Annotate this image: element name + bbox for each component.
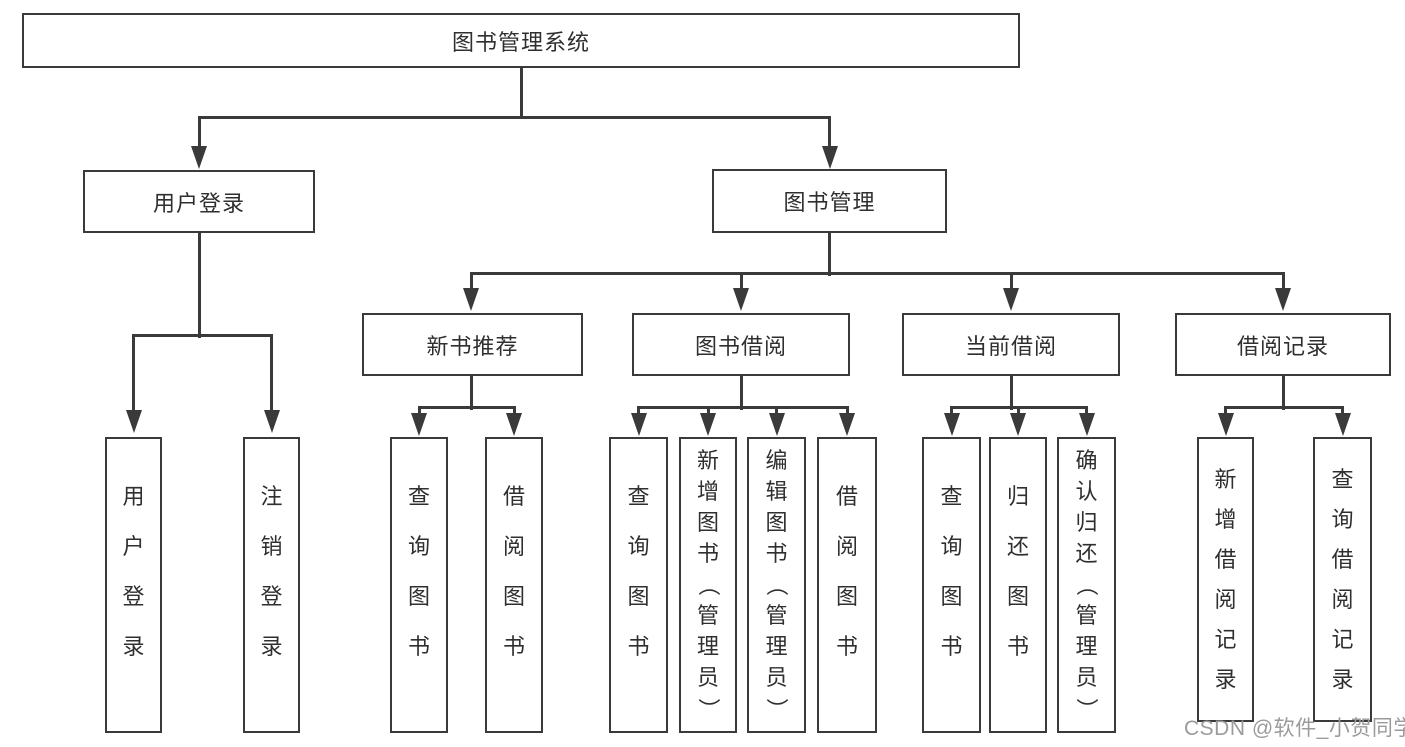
connector-line bbox=[1281, 273, 1285, 289]
arrowhead-icon bbox=[506, 413, 522, 436]
node-new-book-recommend: 新书推荐 bbox=[362, 313, 583, 376]
arrowhead-icon bbox=[700, 413, 716, 436]
connector-line bbox=[417, 407, 421, 414]
watermark-text: CSDN @软件_小贺同学 bbox=[1184, 717, 1405, 740]
connector-line bbox=[197, 233, 201, 338]
connector-line bbox=[417, 405, 516, 409]
leaf-user-login: 用户登录 bbox=[105, 437, 162, 733]
connector-line bbox=[1085, 407, 1088, 414]
leaf-logout: 注销登录 bbox=[243, 437, 300, 733]
connector-line bbox=[739, 376, 743, 410]
leaf-query-books-borrowing: 查询图书 bbox=[609, 437, 668, 733]
arrowhead-icon bbox=[821, 146, 838, 169]
arrowhead-icon bbox=[1334, 413, 1351, 436]
connector-line bbox=[1009, 376, 1013, 410]
arrowhead-icon bbox=[1275, 288, 1291, 311]
arrowhead-icon bbox=[839, 413, 855, 436]
connector-line bbox=[270, 335, 273, 411]
node-library-system: 图书管理系统 bbox=[22, 13, 1020, 68]
arrowhead-icon bbox=[125, 410, 142, 433]
connector-line bbox=[950, 405, 1088, 409]
leaf-add-books-admin: 新增图书（管理员） bbox=[679, 437, 737, 733]
leaf-return-books: 归还图书 bbox=[989, 437, 1047, 733]
arrowhead-icon bbox=[1003, 288, 1019, 311]
arrowhead-icon bbox=[630, 413, 647, 436]
arrowhead-icon bbox=[191, 146, 207, 169]
connector-line bbox=[132, 333, 273, 337]
connector-line bbox=[1341, 407, 1344, 414]
connector-line bbox=[845, 407, 849, 414]
node-user-login: 用户登录 bbox=[83, 170, 315, 233]
connector-line bbox=[828, 117, 831, 147]
connector-line bbox=[775, 407, 778, 414]
connector-line bbox=[637, 405, 849, 409]
connector-line bbox=[519, 68, 523, 118]
leaf-query-books-current: 查询图书 bbox=[922, 437, 981, 733]
connector-line bbox=[1281, 376, 1285, 410]
leaf-add-borrow-record: 新增借阅记录 bbox=[1197, 437, 1254, 722]
connector-line bbox=[197, 117, 201, 147]
connector-line bbox=[1224, 405, 1344, 409]
connector-line bbox=[637, 407, 640, 414]
leaf-query-books-recommend: 查询图书 bbox=[390, 437, 448, 733]
arrowhead-icon bbox=[1010, 413, 1026, 436]
connector-line bbox=[469, 376, 473, 410]
arrowhead-icon bbox=[768, 413, 785, 436]
connector-line bbox=[950, 407, 953, 414]
arrowhead-icon bbox=[463, 288, 479, 311]
node-book-management: 图书管理 bbox=[712, 169, 947, 233]
connector-line bbox=[197, 115, 831, 119]
connector-line bbox=[739, 273, 743, 289]
leaf-borrow-books: 借阅图书 bbox=[817, 437, 877, 733]
leaf-borrow-books-recommend: 借阅图书 bbox=[485, 437, 543, 733]
arrowhead-icon bbox=[263, 410, 280, 433]
arrowhead-icon bbox=[1217, 413, 1234, 436]
node-book-borrowing: 图书借阅 bbox=[632, 313, 850, 376]
connector-line bbox=[512, 407, 516, 414]
arrowhead-icon bbox=[1078, 413, 1095, 436]
connector-line bbox=[469, 273, 473, 289]
arrowhead-icon bbox=[943, 413, 960, 436]
connector-line bbox=[1016, 407, 1020, 414]
connector-line bbox=[132, 335, 135, 411]
connector-line bbox=[1224, 407, 1227, 414]
connector-line bbox=[1009, 273, 1013, 289]
leaf-edit-books-admin: 编辑图书（管理员） bbox=[747, 437, 806, 733]
node-current-borrowing: 当前借阅 bbox=[902, 313, 1120, 376]
leaf-query-borrow-record: 查询借阅记录 bbox=[1313, 437, 1372, 722]
connector-line bbox=[469, 271, 1285, 275]
connector-line bbox=[706, 407, 710, 414]
connector-line bbox=[828, 233, 831, 276]
arrowhead-icon bbox=[411, 413, 427, 436]
node-borrow-records: 借阅记录 bbox=[1175, 313, 1391, 376]
arrowhead-icon bbox=[733, 288, 749, 311]
leaf-confirm-return-admin: 确认归还（管理员） bbox=[1057, 437, 1116, 733]
